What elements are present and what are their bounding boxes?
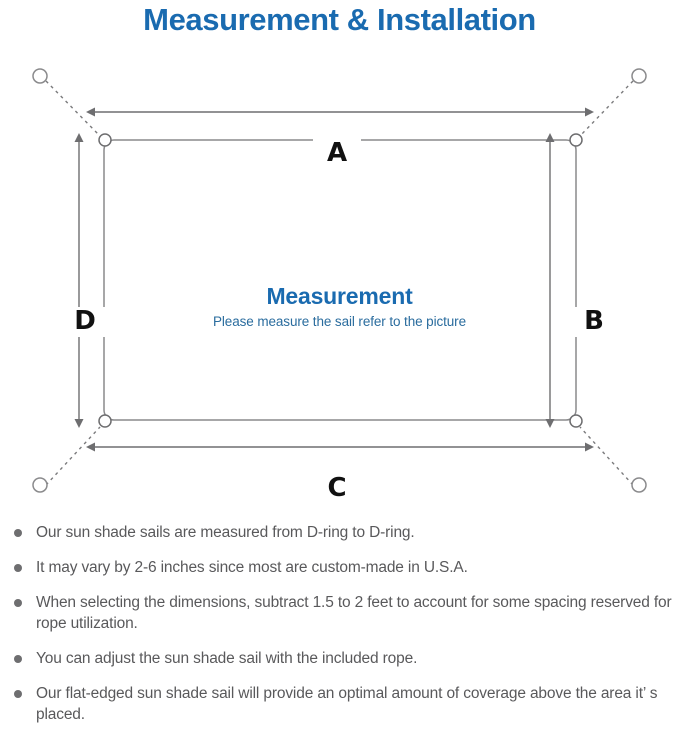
d-ring-top-right (569, 133, 583, 147)
dimension-label-a: A (313, 139, 361, 169)
list-item: You can adjust the sun shade sail with t… (12, 648, 674, 669)
page-title: Measurement & Installation (143, 2, 536, 37)
rope-lines (45, 80, 634, 486)
d-ring-top-left (98, 133, 112, 147)
list-item-text: When selecting the dimensions, subtract … (36, 594, 672, 632)
anchor-point-top-left (32, 68, 48, 84)
list-item-text: Our sun shade sails are measured from D-… (36, 524, 415, 541)
list-item-text: Our flat-edged sun shade sail will provi… (36, 685, 658, 723)
anchor-circles (32, 68, 647, 493)
list-item: When selecting the dimensions, subtract … (12, 592, 674, 634)
measurement-diagram: Measurement Please measure the sail refe… (0, 44, 679, 512)
list-item-text: You can adjust the sun shade sail with t… (36, 650, 418, 667)
notes-list: Our sun shade sails are measured from D-… (12, 522, 674, 725)
dimension-label-d: D (63, 307, 107, 337)
sail-rectangle (103, 139, 577, 421)
bullet-icon (14, 529, 22, 537)
diagram-svg (32, 68, 647, 493)
d-ring-bottom-right (569, 414, 583, 428)
dimension-label-b: B (572, 307, 616, 337)
list-item: Our sun shade sails are measured from D-… (12, 522, 674, 543)
bullet-icon (14, 655, 22, 663)
list-item-text: It may vary by 2-6 inches since most are… (36, 559, 468, 576)
d-rings (98, 133, 583, 428)
dimension-label-c: C (313, 474, 361, 504)
rope-bottom-left (45, 426, 101, 486)
list-item: Our flat-edged sun shade sail will provi… (12, 683, 674, 725)
rope-top-right (579, 80, 634, 137)
anchor-point-bottom-left (32, 477, 48, 493)
bullet-icon (14, 564, 22, 572)
anchor-point-top-right (631, 68, 647, 84)
rope-bottom-right (579, 426, 634, 486)
list-item: It may vary by 2-6 inches since most are… (12, 557, 674, 578)
dimension-arrows (74, 107, 594, 452)
anchor-point-bottom-right (631, 477, 647, 493)
rope-top-left (45, 80, 101, 137)
bullet-icon (14, 599, 22, 607)
d-ring-bottom-left (98, 414, 112, 428)
bullet-icon (14, 690, 22, 698)
